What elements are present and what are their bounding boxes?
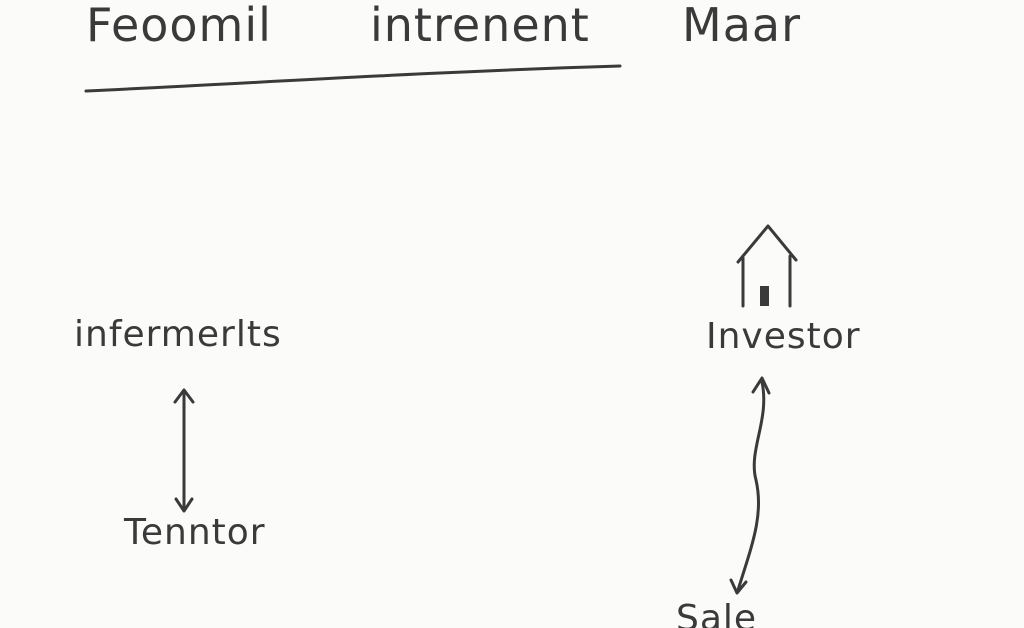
left-double-arrow (173, 388, 195, 513)
node-label-right-bottom: Sale (676, 598, 758, 628)
node-label-left-top: infermerlts (74, 314, 282, 355)
title-word-3: Maar (682, 0, 801, 52)
title-word-1: Feoomil (86, 0, 272, 52)
house-icon (736, 224, 798, 308)
right-double-arrow (729, 376, 771, 595)
title-word-2: intrenent (370, 0, 590, 52)
node-label-right-top: Investor (706, 316, 861, 357)
node-label-left-bottom: Tenntor (124, 512, 266, 553)
title-underline (84, 64, 622, 93)
